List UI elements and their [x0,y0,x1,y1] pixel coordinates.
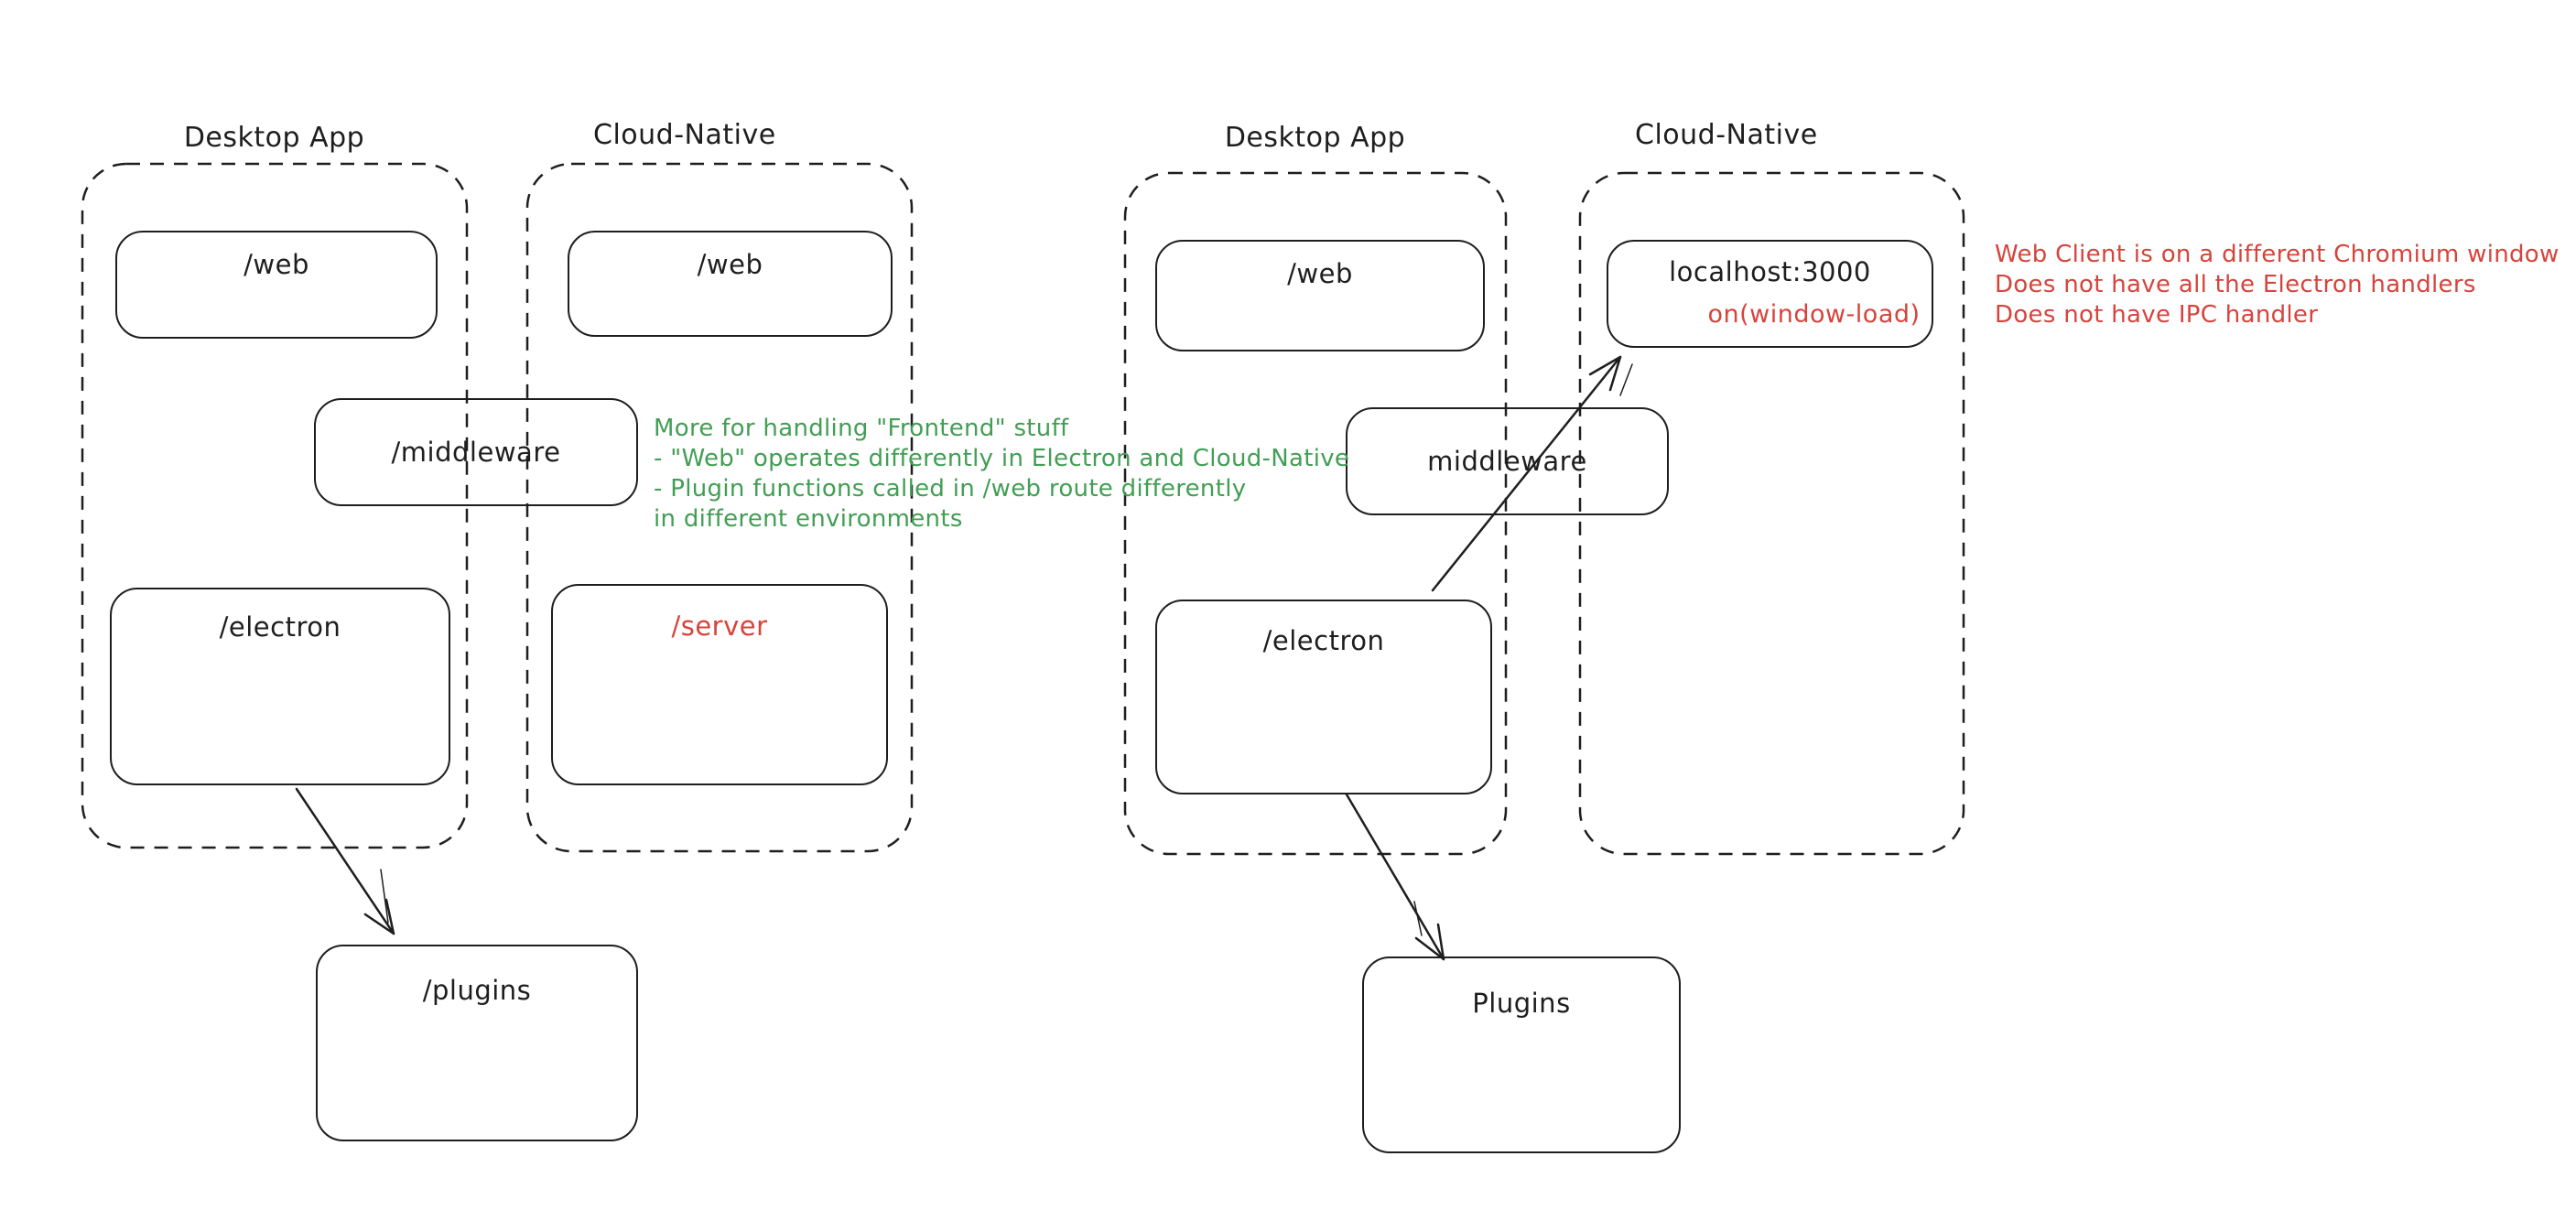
left-server-box: /server [551,584,888,785]
right-localhost-box: localhost:3000 on(window-load) [1607,240,1933,348]
left-desktop-app-container [81,162,469,849]
right-window-load-label: on(window-load) [1707,300,1921,329]
green-annotation-line-2: - "Web" operates differently in Electron… [654,445,1350,472]
arrow-right-electron-to-localhost [1431,355,1633,592]
left-desktop-app-title: Desktop App [183,122,365,154]
left-middleware-label: /middleware [391,437,561,468]
arrow-right-electron-to-plugins [1345,793,1445,961]
right-desktop-app-title: Desktop App [1224,122,1406,154]
left-plugins-box: /plugins [316,945,638,1141]
right-desktop-web-box: /web [1155,240,1485,351]
right-cloud-native-container [1578,171,1965,856]
right-desktop-web-label: /web [1287,258,1353,289]
right-middleware-box: middleware [1346,407,1669,515]
red-annotation-line-2: Does not have all the Electron handlers [1995,271,2476,298]
left-cloud-web-box: /web [568,231,893,337]
left-middleware-box: /middleware [314,398,638,506]
green-annotation-line-4: in different environments [654,505,963,533]
green-annotation: More for handling "Frontend" stuff - "We… [654,414,1349,535]
green-annotation-line-1: More for handling "Frontend" stuff [654,415,1069,442]
right-electron-box: /electron [1155,600,1492,794]
left-desktop-web-label: /web [244,249,309,280]
red-annotation-line-1: Web Client is on a different Chromium wi… [1995,241,2560,268]
right-desktop-app-container [1123,171,1508,856]
arrow-left-electron-to-plugins [295,787,395,935]
left-electron-label: /electron [219,611,341,643]
red-annotation: Web Client is on a different Chromium wi… [1995,240,2560,330]
right-localhost-label: localhost:3000 [1669,256,1871,287]
left-plugins-label: /plugins [422,975,532,1006]
left-cloud-native-container [525,162,914,853]
left-electron-box: /electron [110,588,450,785]
right-cloud-native-title: Cloud-Native [1635,119,1818,151]
left-cloud-web-label: /web [697,249,763,280]
left-server-label: /server [671,611,768,642]
green-annotation-line-3: - Plugin functions called in /web route … [654,475,1247,503]
right-plugins-label: Plugins [1472,988,1571,1019]
red-annotation-line-3: Does not have IPC handler [1995,301,2319,329]
left-desktop-web-box: /web [115,231,438,339]
right-plugins-box: Plugins [1362,956,1681,1153]
left-cloud-native-title: Cloud-Native [593,119,776,151]
right-electron-label: /electron [1262,625,1385,656]
right-middleware-label: middleware [1427,446,1587,477]
